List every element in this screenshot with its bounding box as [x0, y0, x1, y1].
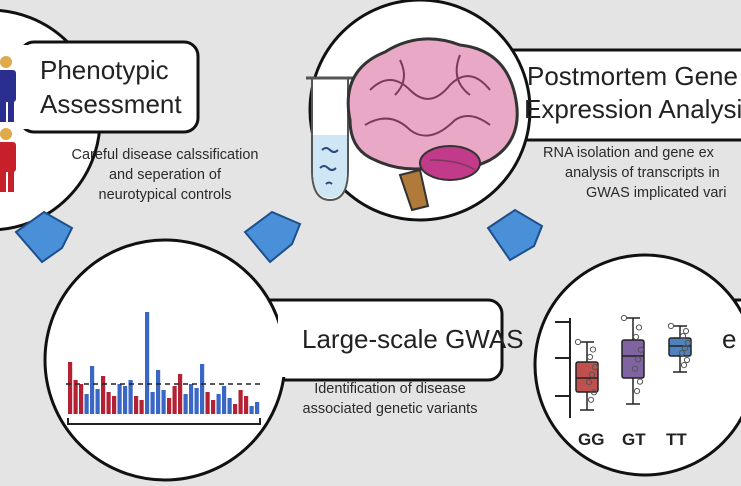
brain-icon [346, 37, 519, 212]
box-point [587, 396, 595, 403]
manhattan-bar [161, 390, 166, 414]
postmortem-desc-3: GWAS implicated vari [586, 185, 727, 201]
manhattan-bar [178, 374, 183, 414]
box-point [684, 339, 692, 347]
manhattan-bar [117, 384, 122, 414]
box-point [633, 388, 641, 395]
eqtl-title-partial: e [722, 324, 737, 354]
box-point [632, 333, 640, 341]
manhattan-bar [101, 376, 106, 414]
box-point [620, 314, 628, 322]
genotype-label-tt: TT [666, 430, 687, 449]
manhattan-bar [139, 400, 144, 414]
manhattan-bar [216, 394, 221, 414]
manhattan-bar [84, 394, 89, 414]
box-point [680, 362, 688, 369]
box-point [634, 356, 642, 363]
phenotypic-title-1: Phenotypic [40, 55, 169, 85]
phenotypic-desc-3: neurotypical controls [98, 187, 232, 203]
box-point [586, 353, 594, 361]
manhattan-bar [222, 386, 227, 414]
manhattan-bar [205, 392, 210, 414]
box-point [678, 350, 686, 357]
person-blue-icon [0, 56, 16, 122]
manhattan-bar [200, 364, 205, 414]
phenotypic-desc-2: and seperation of [108, 167, 222, 183]
gwas-title: Large-scale GWAS [302, 324, 524, 354]
manhattan-bar [244, 396, 249, 414]
manhattan-bar [183, 394, 188, 414]
manhattan-bar [189, 384, 194, 414]
phenotypic-title-2: Assessment [40, 89, 182, 119]
manhattan-bar [238, 390, 243, 414]
box-point [590, 389, 598, 396]
genotype-label-gg: GG [578, 430, 605, 449]
manhattan-bar [68, 362, 73, 414]
box-point [679, 333, 687, 340]
box-point [637, 346, 645, 353]
arrow-2-icon [243, 210, 302, 264]
arrow-3-icon [486, 208, 544, 262]
box-point [636, 378, 644, 385]
manhattan-bar [95, 389, 100, 414]
postmortem-title-2: Expression Analysis [524, 94, 741, 124]
person-red-icon [0, 128, 16, 192]
manhattan-bar [134, 396, 139, 414]
phenotypic-desc-1: Careful disease calssification [71, 147, 259, 163]
manhattan-bar [194, 388, 199, 414]
manhattan-bar [106, 392, 111, 414]
manhattan-bar [249, 406, 254, 414]
postmortem-panel [306, 0, 741, 222]
postmortem-title-1: Postmortem Gene [527, 61, 738, 91]
manhattan-bar [172, 386, 177, 414]
manhattan-bar [123, 386, 128, 414]
test-tube-icon [306, 76, 354, 202]
postmortem-desc-1: RNA isolation and gene ex [543, 145, 714, 161]
gwas-desc-1: Identification of disease [314, 381, 466, 397]
manhattan-bar [255, 402, 260, 414]
box-point [631, 365, 639, 372]
box-body [575, 361, 599, 393]
box-point [681, 344, 689, 352]
postmortem-desc-2: analysis of transcripts in [565, 165, 720, 181]
arrow-1-icon [14, 210, 74, 264]
box-point [574, 338, 582, 346]
box-point [588, 371, 596, 378]
eqtl-panel [533, 253, 741, 477]
manhattan-bar [227, 398, 232, 414]
manhattan-bar [90, 366, 95, 414]
box-point [683, 356, 691, 364]
box-point [682, 327, 690, 335]
manhattan-bar [233, 404, 238, 414]
box-point [591, 364, 599, 371]
gwas-panel [43, 238, 504, 482]
manhattan-bar [112, 396, 117, 414]
manhattan-bar [150, 392, 155, 414]
manhattan-bar [128, 380, 133, 414]
box-point [585, 379, 593, 386]
manhattan-bar [73, 380, 78, 414]
manhattan-bar [145, 312, 150, 414]
box-point [667, 322, 675, 330]
manhattan-bar [79, 384, 84, 414]
manhattan-plot [68, 312, 260, 414]
gwas-desc-2: associated genetic variants [302, 401, 478, 417]
manhattan-bar [211, 400, 216, 414]
genotype-label-gt: GT [622, 430, 646, 449]
manhattan-bar [156, 370, 161, 414]
manhattan-bar [167, 398, 172, 414]
box-point [589, 346, 597, 353]
box-point [635, 324, 643, 331]
phenotypic-panel [0, 8, 200, 232]
